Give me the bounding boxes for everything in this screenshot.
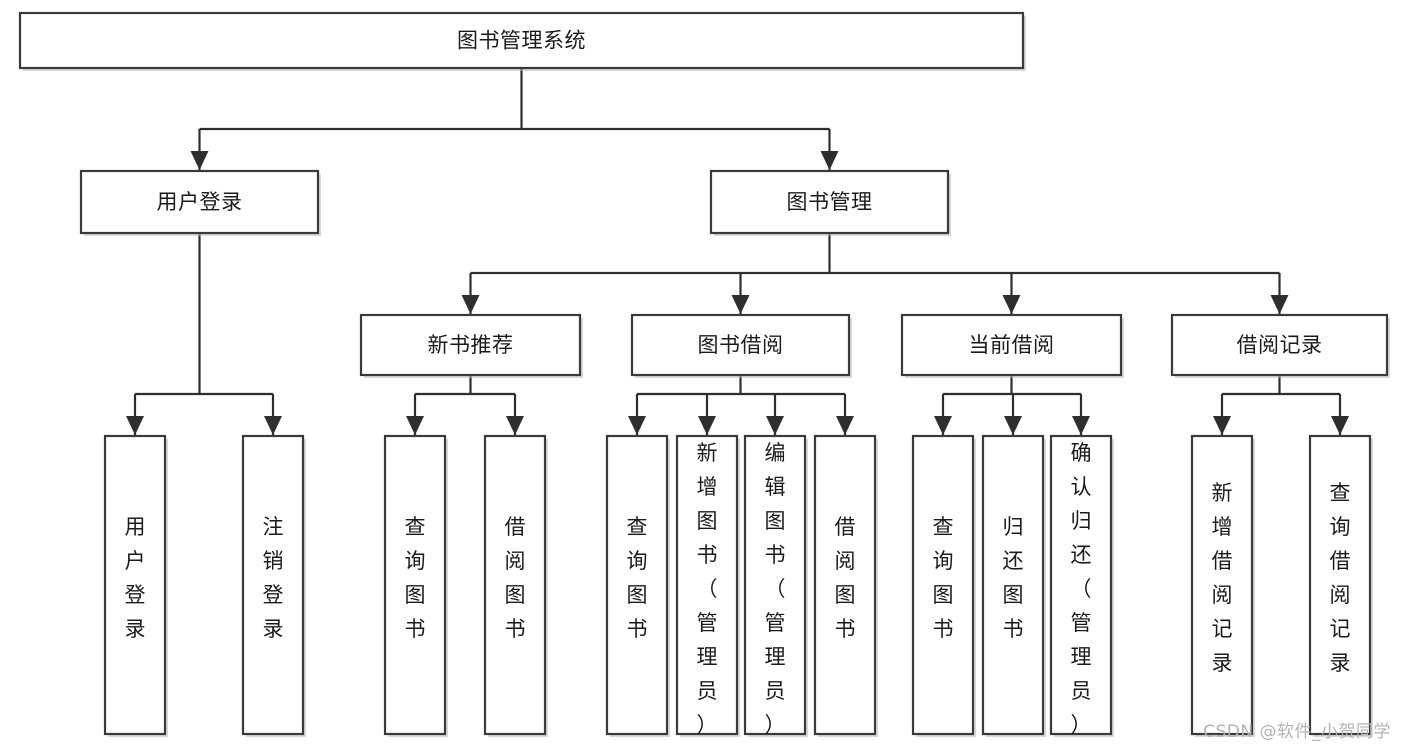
edge-arrowhead (820, 151, 839, 170)
node-box[interactable] (743, 434, 807, 736)
node-leaf-borrow-book-rec[interactable]: 借阅图书 (483, 434, 548, 737)
edge-group-borrow-record (1213, 375, 1349, 435)
node-box[interactable] (103, 434, 167, 736)
edge-arrowhead (461, 295, 480, 314)
edge-group-user-login (126, 233, 282, 435)
node-box[interactable] (1170, 313, 1389, 377)
node-leaf-confirm-return[interactable]: 确认归还（管理员） (1049, 434, 1114, 737)
node-label: 确认归还（管理员） (1071, 441, 1092, 737)
edge-arrowhead (628, 416, 646, 435)
node-box[interactable] (18, 11, 1025, 70)
edge-group-book-borrow (628, 375, 854, 435)
node-label: 用户登录 (125, 515, 146, 641)
node-label: 用户登录 (157, 190, 243, 214)
node-leaf-query-record[interactable]: 查询借阅记录 (1308, 434, 1373, 737)
node-label: 借阅记录 (1237, 333, 1323, 357)
node-box[interactable] (813, 434, 877, 736)
node-box[interactable] (241, 434, 305, 736)
edge-arrowhead (406, 416, 424, 435)
watermark-label: CSDN @软件_小贺同学 (1203, 722, 1391, 742)
node-label: 图书管理 (787, 190, 873, 214)
edge-arrowhead (1331, 416, 1349, 435)
node-root-图书管理系统[interactable]: 图书管理系统 (18, 11, 1026, 71)
edge-arrowhead (766, 416, 784, 435)
node-box[interactable] (709, 169, 950, 235)
node-leaf-query-book-borrow[interactable]: 查询图书 (605, 434, 670, 737)
edge-group-book-manage (461, 233, 1289, 314)
edge-arrowhead (190, 151, 209, 170)
edge-group-current-borrow (934, 375, 1090, 435)
node-label: 图书管理系统 (457, 29, 586, 53)
node-label: 借阅图书 (835, 515, 856, 641)
node-label: 图书借阅 (698, 333, 784, 357)
node-label: 新增图书（管理员） (697, 441, 718, 737)
node-box[interactable] (900, 313, 1123, 377)
node-label: 新书推荐 (428, 333, 514, 357)
node-box[interactable] (1308, 434, 1372, 736)
edge-arrowhead (1002, 295, 1021, 314)
node-box[interactable] (483, 434, 547, 736)
node-label: 注销登录 (263, 515, 284, 641)
node-user-login[interactable]: 用户登录 (79, 169, 321, 236)
edge-arrowhead (836, 416, 854, 435)
edge-group-new-book-recommend (406, 375, 524, 435)
nodes-layer: 图书管理系统用户登录图书管理新书推荐图书借阅当前借阅借阅记录用户登录注销登录查询… (18, 11, 1390, 737)
edge-arrowhead (731, 295, 750, 314)
node-leaf-user-logout[interactable]: 注销登录 (241, 434, 306, 737)
edge-group-root (190, 68, 839, 170)
edge-arrowhead (1213, 416, 1231, 435)
node-leaf-user-login[interactable]: 用户登录 (103, 434, 168, 737)
node-box[interactable] (79, 169, 320, 235)
node-label: 借阅图书 (505, 515, 526, 641)
node-leaf-borrow-book[interactable]: 借阅图书 (813, 434, 878, 737)
node-label: 新增借阅记录 (1212, 481, 1233, 675)
node-label: 当前借阅 (969, 333, 1055, 357)
node-current-borrow[interactable]: 当前借阅 (900, 313, 1124, 378)
node-box[interactable] (383, 434, 447, 736)
node-leaf-add-record[interactable]: 新增借阅记录 (1190, 434, 1255, 737)
edge-arrowhead (934, 416, 952, 435)
edge-arrowhead (1004, 416, 1022, 435)
edge-arrowhead (1072, 416, 1090, 435)
node-leaf-query-book-rec[interactable]: 查询图书 (383, 434, 448, 737)
node-box[interactable] (1190, 434, 1254, 736)
node-label: 查询借阅记录 (1330, 481, 1351, 675)
node-label: 归还图书 (1003, 515, 1024, 641)
edge-arrowhead (264, 416, 282, 435)
node-label: 查询图书 (933, 515, 954, 641)
node-book-manage[interactable]: 图书管理 (709, 169, 951, 236)
node-label: 查询图书 (627, 515, 648, 641)
node-book-borrow[interactable]: 图书借阅 (630, 313, 852, 378)
edge-arrowhead (126, 416, 144, 435)
edge-arrowhead (698, 416, 716, 435)
node-box[interactable] (359, 313, 582, 377)
node-borrow-record[interactable]: 借阅记录 (1170, 313, 1390, 378)
node-label: 查询图书 (405, 515, 426, 641)
node-leaf-query-book-cur[interactable]: 查询图书 (911, 434, 976, 737)
node-box[interactable] (675, 434, 739, 736)
node-box[interactable] (981, 434, 1045, 736)
node-box[interactable] (605, 434, 669, 736)
node-box[interactable] (911, 434, 975, 736)
node-box[interactable] (1049, 434, 1113, 736)
node-leaf-add-book[interactable]: 新增图书（管理员） (675, 434, 740, 737)
edge-arrowhead (1270, 295, 1289, 314)
edges-layer (126, 68, 1349, 435)
node-new-book-recommend[interactable]: 新书推荐 (359, 313, 583, 378)
edge-arrowhead (506, 416, 524, 435)
node-leaf-return-book[interactable]: 归还图书 (981, 434, 1046, 737)
node-label: 编辑图书（管理员） (765, 441, 786, 737)
node-leaf-edit-book[interactable]: 编辑图书（管理员） (743, 434, 808, 737)
node-box[interactable] (630, 313, 851, 377)
